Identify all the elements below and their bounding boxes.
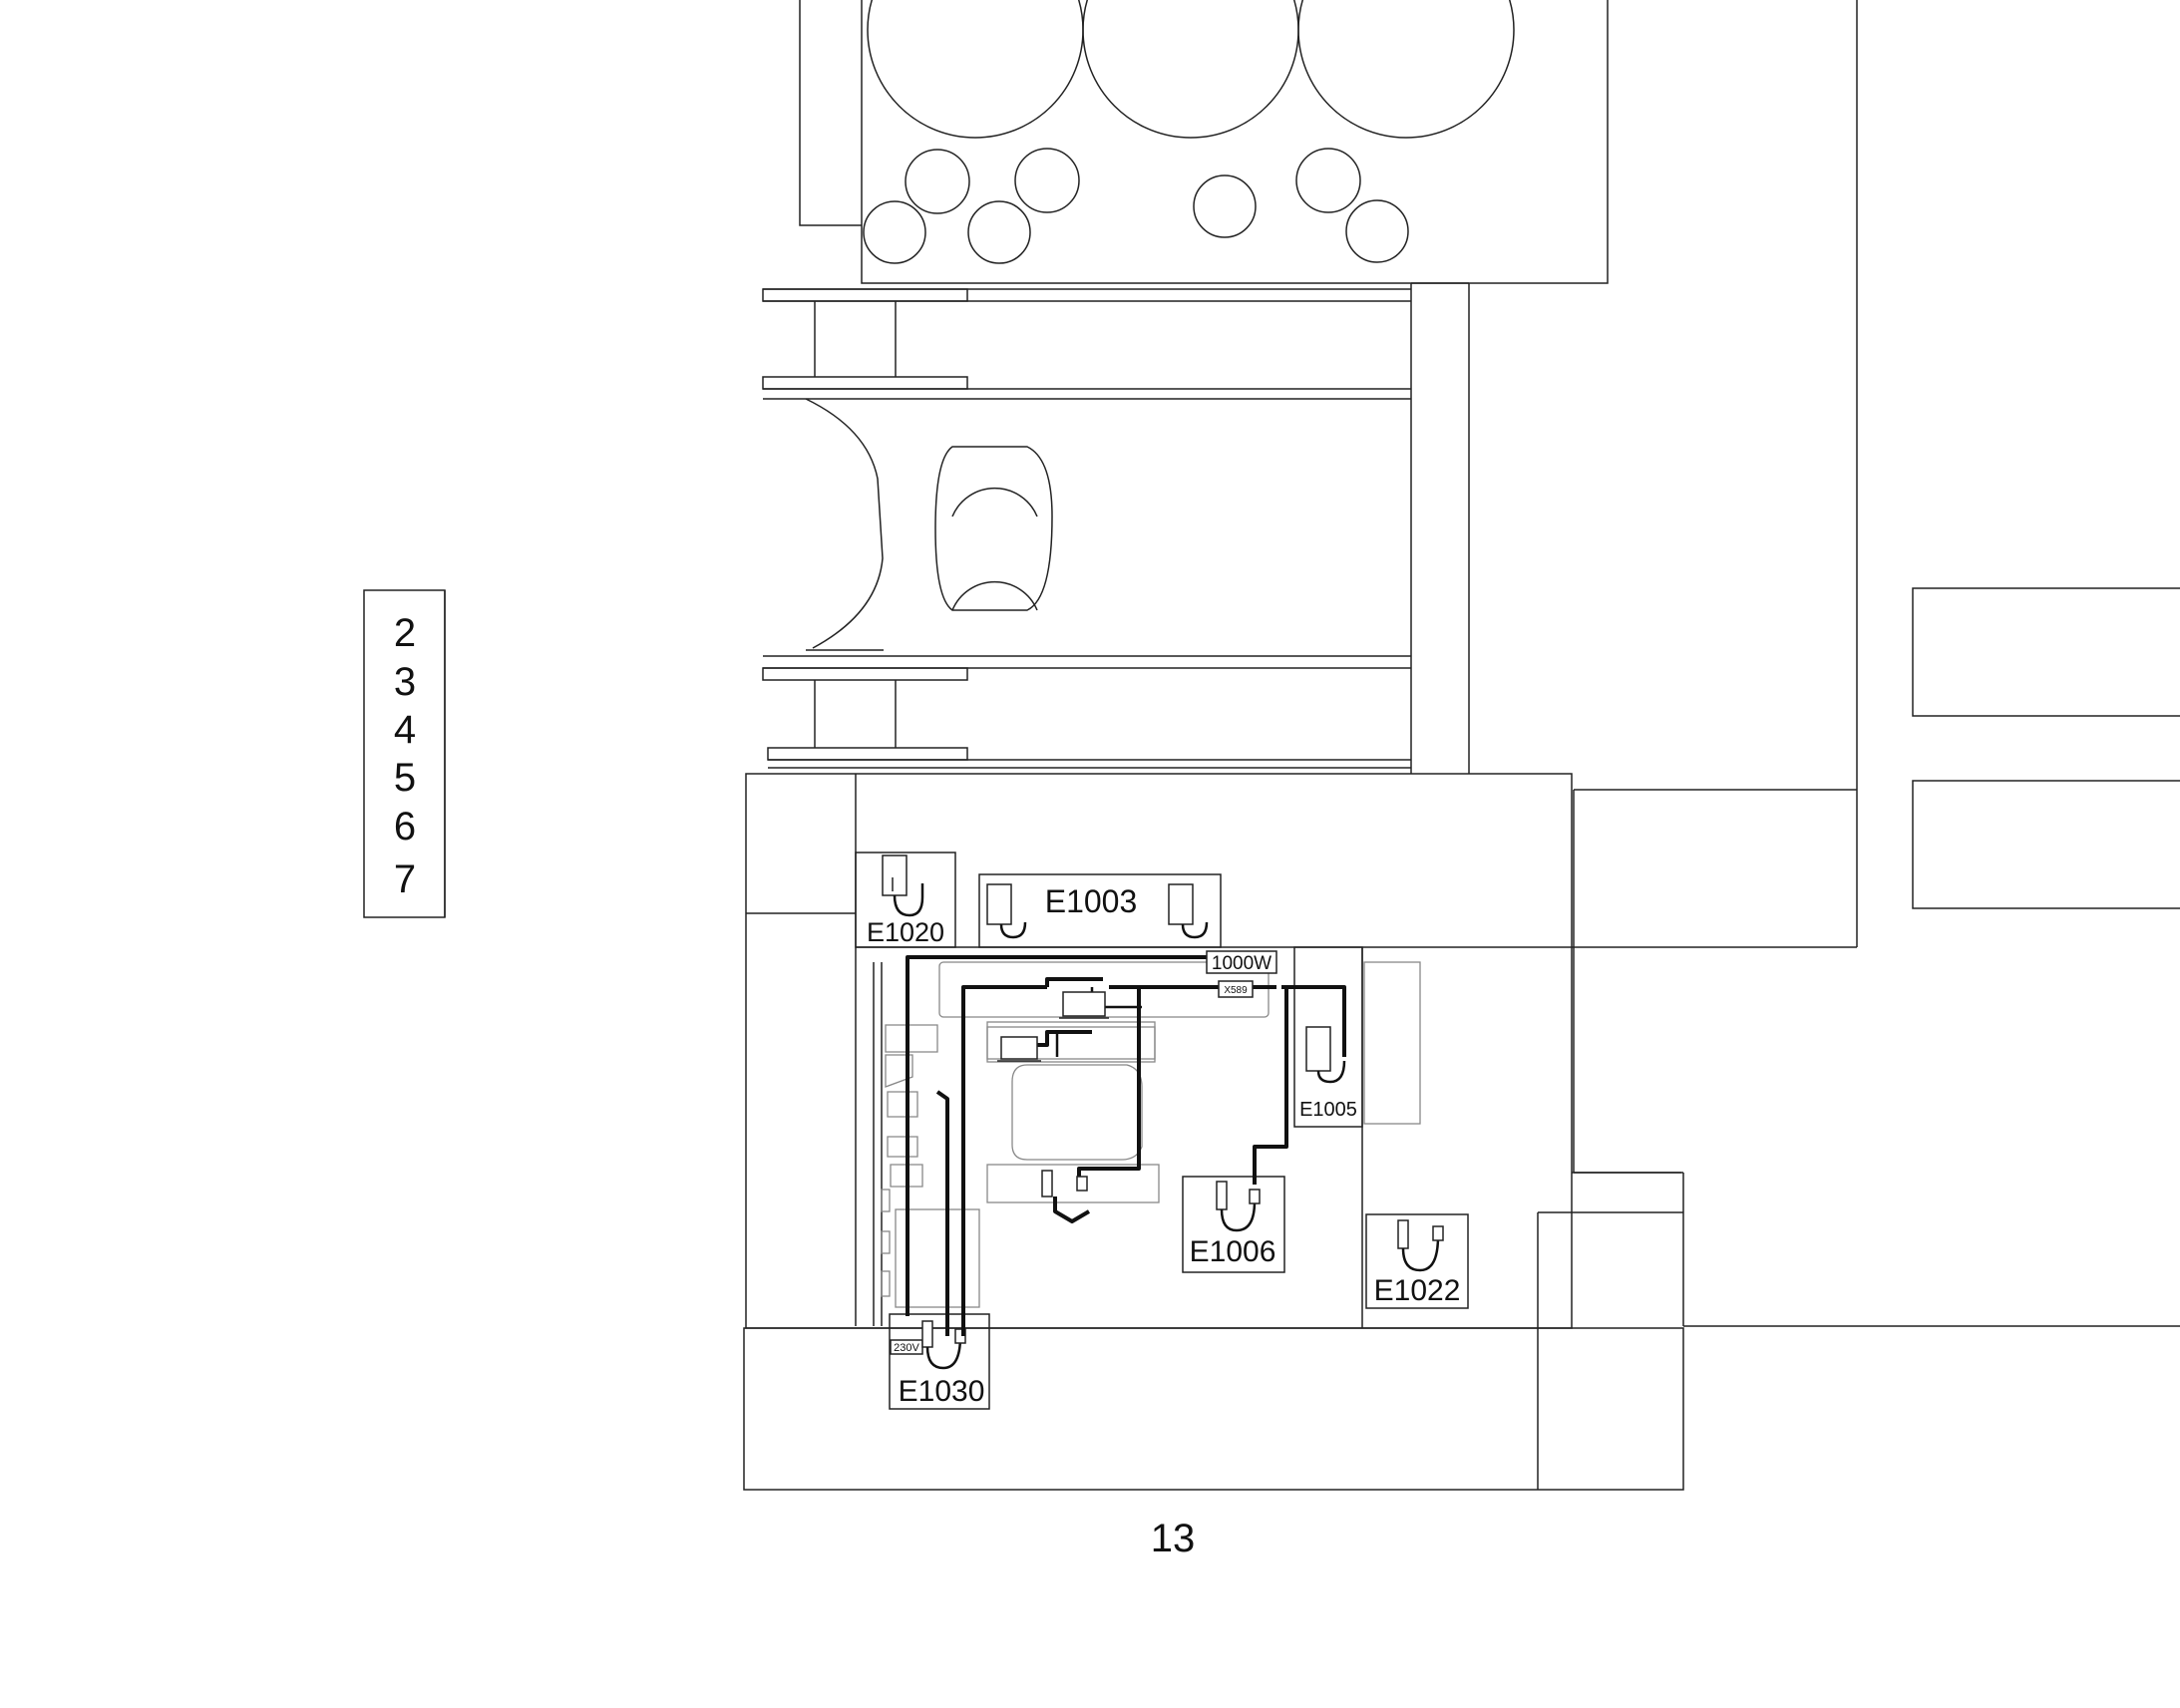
label-e1005: E1005	[1299, 1099, 1357, 1121]
label-1000w: 1000W	[1212, 953, 1272, 974]
label-e1006: E1006	[1190, 1235, 1276, 1268]
label-e1003: E1003	[1045, 883, 1138, 919]
device-e1005: E1005	[1293, 946, 1363, 1128]
legend-number-4: 4	[394, 708, 416, 752]
cable-routing	[906, 955, 1346, 1336]
label-e1030: E1030	[899, 1375, 985, 1408]
device-e1006: E1006	[1182, 1176, 1285, 1273]
support-frame	[762, 282, 1470, 774]
legend-number-5: 5	[394, 756, 416, 800]
legend-number-7: 7	[394, 857, 416, 901]
device-e1020: E1020	[855, 852, 956, 948]
legend-number-6: 6	[394, 805, 416, 849]
building-outline	[1573, 0, 2180, 1327]
page-number: 13	[1151, 1517, 1196, 1560]
label-e1020: E1020	[867, 917, 944, 947]
device-e1030: 230V E1030	[889, 1313, 990, 1410]
legend-number-2: 2	[394, 611, 416, 655]
room-outline	[743, 773, 1684, 1491]
label-e1022: E1022	[1374, 1274, 1461, 1307]
label-230v: 230V	[894, 1342, 919, 1354]
device-e1022: E1022	[1365, 1213, 1469, 1309]
device-e1003: E1003	[978, 873, 1222, 948]
cable-devices: 1000W X589	[997, 950, 1277, 1197]
label-x589: X589	[1224, 985, 1248, 996]
tank-unit	[799, 0, 1609, 284]
legend-number-3: 3	[394, 660, 416, 704]
legend-box: 2 3 4 5 6 7	[363, 589, 446, 918]
